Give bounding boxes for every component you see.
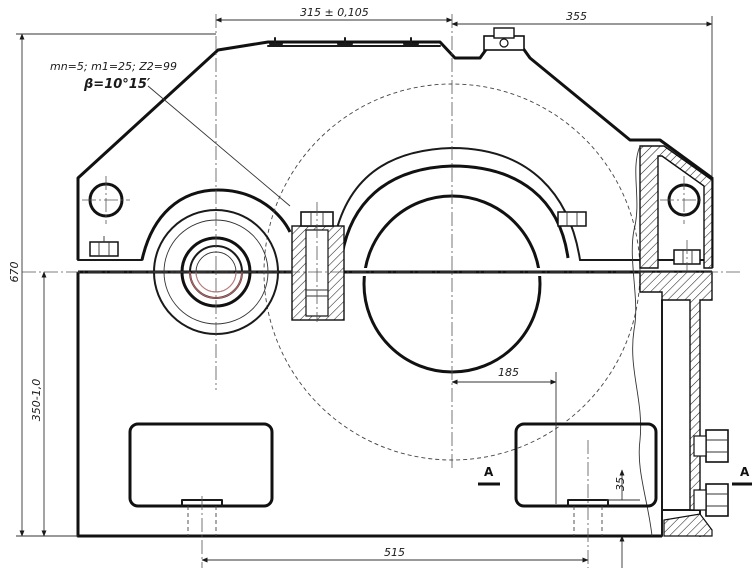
bolt-right-cover [557, 211, 587, 227]
wheel-boss-arc [338, 164, 570, 273]
dim-center-distance-label: 315 ± 0,105 [300, 6, 369, 19]
dim-axis-height-label: 350-1,0 [30, 379, 43, 421]
base-window-left [128, 422, 274, 508]
breather [483, 27, 525, 51]
gear-spec-line1: mn=5; m1=25; Z2=99 [50, 60, 177, 73]
centre-lines [22, 14, 740, 470]
housing-outline [76, 40, 714, 538]
dim-overall-height: 670 [8, 33, 216, 537]
dim-bolt-spacing: 515 [201, 546, 589, 563]
dim-bore-offset: 185 [451, 366, 557, 504]
dim-overall-height-label: 670 [8, 262, 21, 283]
gear-spec-line2: β=10°15′ [83, 77, 151, 92]
joint-bolt-section [291, 202, 345, 322]
bolt-left [89, 236, 119, 257]
pinion-boss-arc [140, 188, 292, 261]
base-window-right [514, 422, 658, 508]
right-section-cut [631, 145, 713, 537]
dim-bore-offset-label: 185 [498, 366, 519, 379]
dim-center-distance: 315 ± 0,105 [215, 6, 453, 23]
dim-axis-height: 350-1,0 [30, 271, 47, 537]
section-mark-left: A [478, 465, 500, 486]
dim-foot-depth-label: 35 [614, 477, 627, 491]
drain-plugs [693, 429, 729, 517]
section-mark-right-label: A [740, 465, 750, 479]
section-mark-left-label: A [484, 465, 494, 479]
dim-half-length: 355 [451, 10, 713, 176]
gear-spec-callout: mn=5; m1=25; Z2=99 β=10°15′ [50, 60, 291, 207]
cover-screws [269, 37, 419, 45]
lifting-lug-right [660, 176, 708, 224]
foundation-holes [187, 440, 603, 568]
lifting-lug-left [82, 176, 130, 224]
dim-bolt-spacing-label: 515 [384, 546, 405, 559]
dim-half-length-label: 355 [566, 10, 587, 23]
bolt-right-joint [673, 240, 701, 300]
dim-foot-depth: 35 [606, 469, 640, 568]
section-mark-right: A [732, 465, 752, 486]
